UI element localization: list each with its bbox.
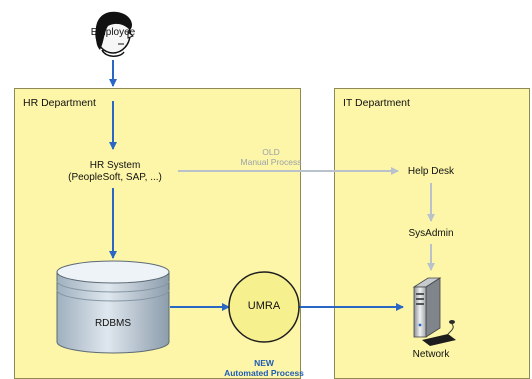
old-process-line1: OLD xyxy=(262,147,280,157)
hr-system-label: HR System (PeopleSoft, SAP, ...) xyxy=(68,160,162,184)
employee-label-line1: New xyxy=(102,15,123,26)
helpdesk-label: Help Desk xyxy=(407,166,455,177)
network-computer-icon xyxy=(412,277,456,346)
rdbms-label: RDBMS xyxy=(94,318,132,329)
new-process-label: NEW Automated Process xyxy=(216,358,312,378)
network-label: Network xyxy=(412,349,450,360)
umra-label: UMRA xyxy=(247,300,281,312)
new-process-line1: NEW xyxy=(254,358,274,368)
hr-system-name: HR System xyxy=(89,160,141,171)
employee-icon xyxy=(95,11,134,57)
sysadmin-label: SysAdmin xyxy=(408,228,454,239)
old-process-line2: Manual Process xyxy=(240,157,302,167)
employee-label: New Employee xyxy=(82,15,144,39)
new-process-line2: Automated Process xyxy=(224,368,304,378)
umra-circle xyxy=(228,271,300,343)
old-process-label: OLD Manual Process xyxy=(226,147,316,167)
hr-system-products: (PeopleSoft, SAP, ...) xyxy=(68,172,162,183)
employee-label-line2: Employee xyxy=(90,27,136,38)
it-department-title: IT Department xyxy=(343,97,410,109)
hr-department-title: HR Department xyxy=(23,97,96,109)
rdbms-database-icon xyxy=(56,260,170,354)
